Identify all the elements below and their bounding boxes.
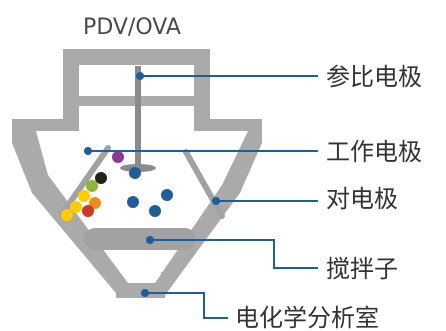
label-stir-bar: 搅拌子 [326, 255, 398, 283]
particles [61, 151, 173, 221]
leader-working [84, 147, 318, 155]
particle-green [86, 180, 98, 192]
label-working-electrode: 工作电极 [326, 138, 422, 166]
leader-lines [84, 72, 318, 319]
particle-blue [127, 196, 139, 208]
stir-bar [84, 228, 196, 250]
particle-red [82, 205, 94, 217]
particle-blue [149, 205, 161, 217]
label-chamber: 电化学分析室 [235, 304, 379, 331]
counter-electrode [183, 149, 225, 219]
particle-purple [112, 151, 124, 163]
particle-orange [89, 197, 101, 209]
label-counter-electrode: 对电极 [326, 185, 398, 213]
bottom-neck-right [161, 272, 165, 298]
particle-yellow [70, 201, 82, 213]
particle-black [95, 172, 107, 184]
particle-blue [161, 189, 173, 201]
particle-blue [129, 167, 141, 179]
labels: 参比电极 工作电极 对电极 搅拌子 电化学分析室 [235, 63, 422, 331]
particle-yellow [78, 190, 90, 202]
label-reference-electrode: 参比电极 [326, 63, 422, 91]
bottom-neck-left [116, 272, 120, 298]
particle-yellow [61, 209, 73, 221]
cell-outline [12, 49, 262, 298]
leader-reference [136, 72, 318, 80]
leader-chamber [141, 289, 228, 319]
leader-counter [212, 197, 318, 205]
reference-electrode [120, 66, 156, 172]
diagram-title: PDV/OVA [83, 15, 181, 40]
working-electrode [59, 145, 111, 217]
leader-stir-bar [146, 236, 318, 269]
